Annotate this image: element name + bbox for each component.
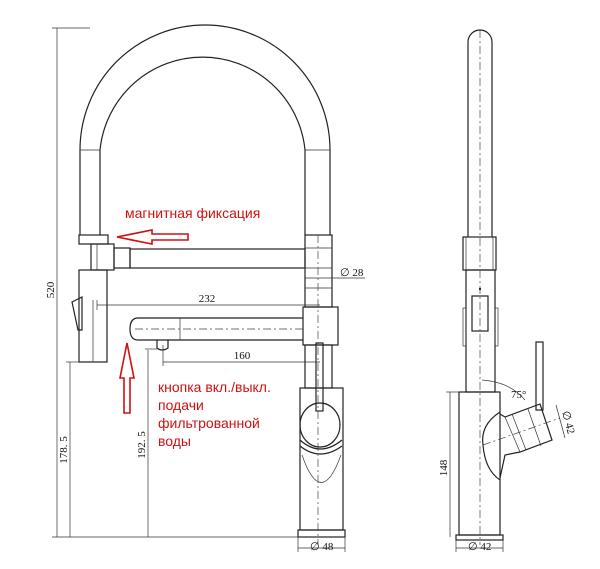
spray-trigger — [71, 296, 83, 331]
side-handle-body — [499, 403, 553, 479]
side-base — [455, 534, 504, 541]
magnetic-label: магнитная фиксация — [125, 205, 260, 221]
dim-handle-diameter: ∅ 42 — [559, 410, 577, 436]
magnet-collar — [78, 234, 109, 245]
dim-hose-diameter: ∅ 28 — [340, 267, 364, 279]
holder-arm — [129, 248, 306, 269]
filter-spout — [129, 317, 303, 341]
dim-total-height: 520 — [45, 281, 57, 298]
base — [297, 529, 346, 538]
front-view: 520 178. 5 192. 5 232 160 ∅ 28 ∅ 48 — [45, 24, 365, 553]
dim-reach-main: 232 — [199, 293, 216, 305]
dim-reach-filter: 160 — [234, 350, 251, 362]
arrow-left-icon — [116, 229, 189, 245]
lever — [315, 342, 324, 412]
arch-outer — [79, 24, 331, 235]
dim-filter-height: 192. 5 — [136, 431, 148, 459]
button-label-1: кнопка вкл./выкл. — [158, 379, 271, 395]
column-joint — [302, 306, 339, 346]
dim-base-front: ∅ 48 — [310, 541, 334, 553]
side-view: 148 ∅ 42 ∅ 42 75° — [438, 29, 577, 553]
button-label-2: подачи — [158, 397, 204, 413]
filter-button — [156, 340, 169, 351]
side-spout-bulge — [482, 411, 501, 481]
dim-angle: 75° — [511, 389, 526, 401]
handle-round — [299, 402, 341, 448]
button-label-3: фильтрованной — [158, 415, 260, 431]
annotations: магнитная фиксация кнопка вкл./выкл. под… — [116, 205, 271, 449]
side-body — [458, 391, 501, 536]
side-lever — [535, 341, 544, 411]
holder-block — [90, 243, 115, 271]
arch-inner — [99, 56, 306, 235]
arrow-up-icon — [119, 342, 135, 414]
dim-base-side: ∅ 42 — [468, 541, 491, 553]
column-upper — [304, 234, 333, 308]
dim-body-height: 148 — [438, 459, 450, 476]
button-label-4: воды — [158, 433, 191, 449]
side-collar — [462, 236, 497, 271]
dim-spray-height: 178. 5 — [58, 436, 70, 464]
